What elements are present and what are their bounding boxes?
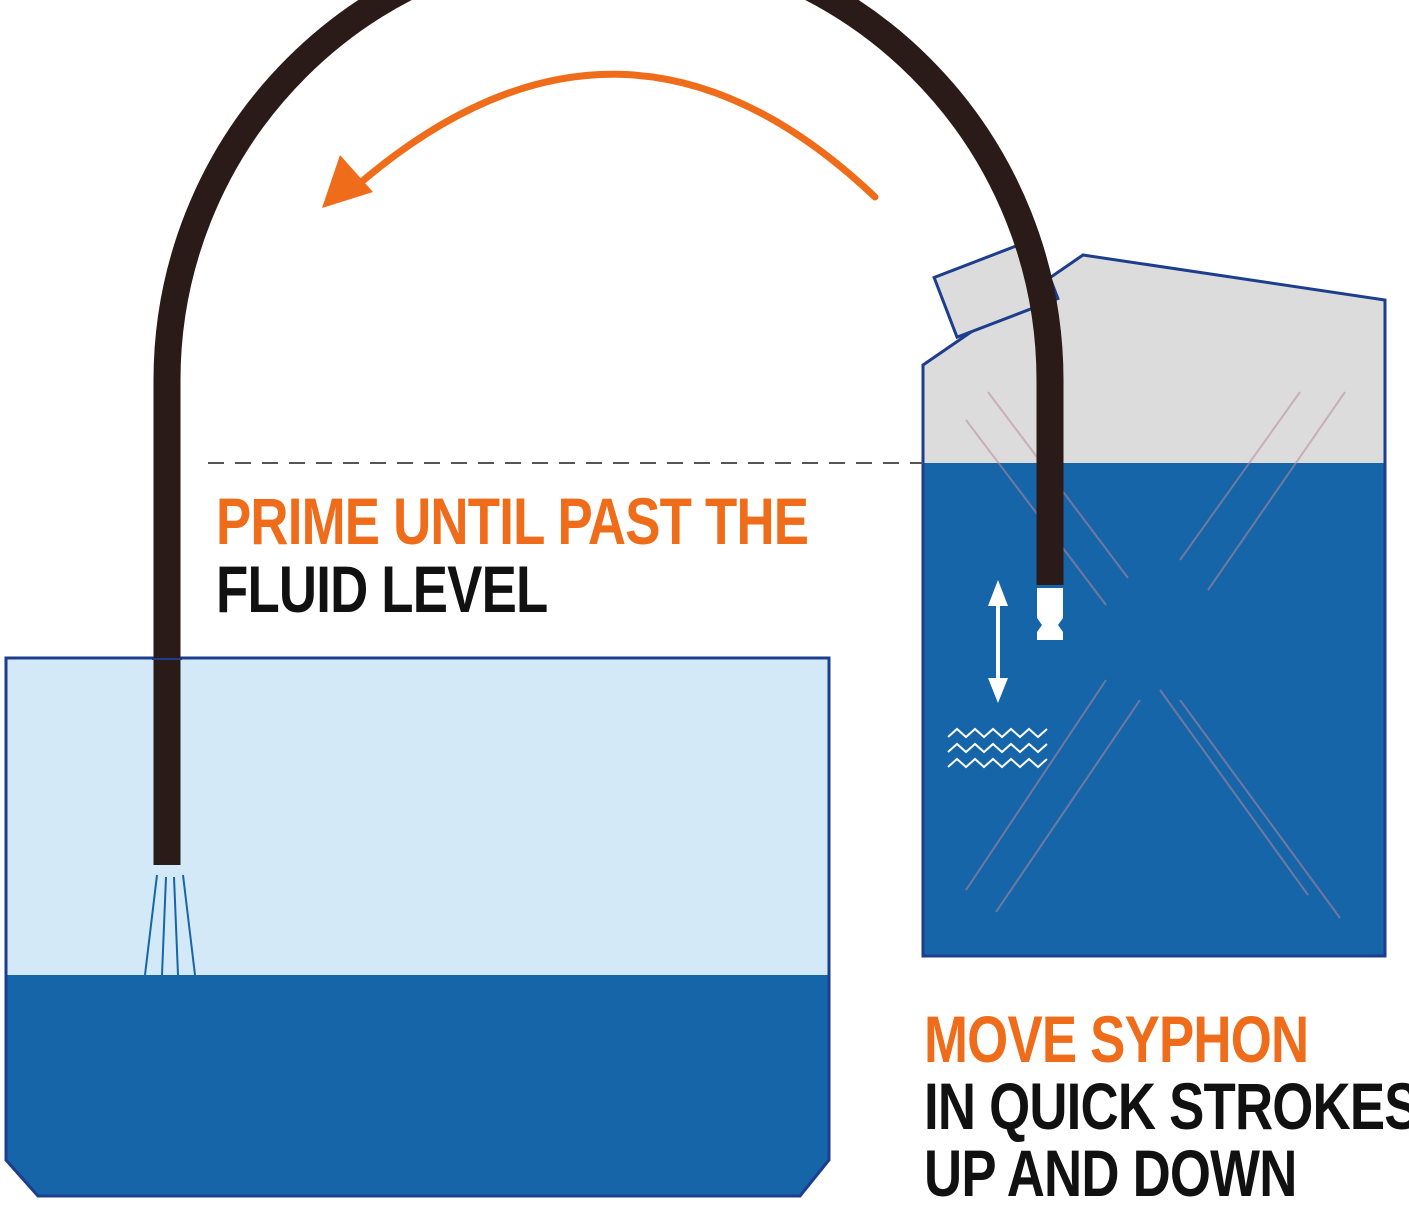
wave-icon	[947, 727, 1048, 769]
prime-instruction-line2: FLUID LEVEL	[216, 552, 548, 626]
tank-outline	[4, 656, 831, 1198]
move-instruction-line1: MOVE SYPHON	[924, 1002, 1309, 1076]
move-instruction: MOVE SYPHON IN QUICK STROKES UP AND DOWN	[924, 1006, 1409, 1207]
move-instruction-line2: IN QUICK STROKES	[924, 1069, 1409, 1143]
container-outline	[921, 253, 1387, 958]
siphon-hose	[152, 0, 1064, 865]
receiving-tank	[4, 656, 831, 1198]
prime-instruction: PRIME UNTIL PAST THE FLUID LEVEL	[216, 484, 809, 626]
hose-nozzle	[1037, 588, 1063, 640]
arrow-head-icon	[322, 155, 373, 208]
outflow-streams	[144, 874, 196, 976]
tank-fluid	[6, 975, 829, 1196]
up-down-arrow-icon	[988, 580, 1008, 703]
tank-empty-space	[6, 658, 829, 975]
flow-direction-arrow	[322, 70, 879, 208]
container-panel-lines	[965, 391, 1346, 919]
prime-instruction-line1: PRIME UNTIL PAST THE	[216, 484, 809, 558]
hose-outline-in-tank	[152, 658, 182, 660]
container-fluid	[923, 463, 1385, 956]
move-instruction-line3: UP AND DOWN	[924, 1136, 1297, 1210]
hose-tube	[153, 0, 1064, 865]
